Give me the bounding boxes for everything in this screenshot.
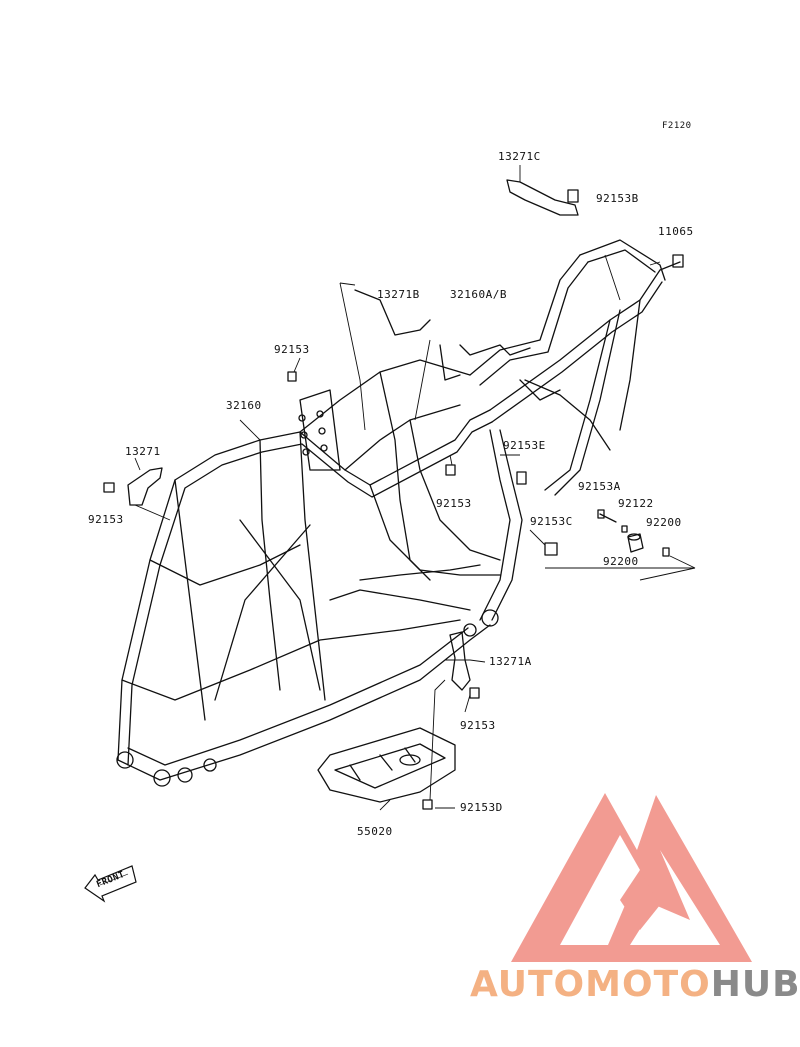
- part-label-92153d[interactable]: 92153D: [460, 801, 503, 814]
- part-label-13271[interactable]: 13271: [125, 445, 161, 458]
- part-label-92153b[interactable]: 92153B: [596, 192, 639, 205]
- part-label-92153c[interactable]: 92153C: [530, 515, 573, 528]
- watermark-text: AUTOMOTOHUB: [470, 964, 800, 1005]
- part-label-92153e[interactable]: 92153E: [503, 439, 546, 452]
- part-label-13271b[interactable]: 13271B: [377, 288, 420, 301]
- watermark-logo-icon: [511, 793, 752, 962]
- part-label-32160ab[interactable]: 32160A/B: [450, 288, 507, 301]
- part-label-92153a[interactable]: 92153A: [578, 480, 621, 493]
- part-label-92153-left[interactable]: 92153: [88, 513, 124, 526]
- part-label-32160[interactable]: 32160: [226, 399, 262, 412]
- part-label-92200-low[interactable]: 92200: [603, 555, 639, 568]
- part-label-92200-right[interactable]: 92200: [646, 516, 682, 529]
- part-label-92122[interactable]: 92122: [618, 497, 654, 510]
- part-label-13271c[interactable]: 13271C: [498, 150, 541, 163]
- part-label-13271a[interactable]: 13271A: [489, 655, 532, 668]
- part-label-92153-top[interactable]: 92153: [274, 343, 310, 356]
- part-label-92153-mid[interactable]: 92153: [436, 497, 472, 510]
- part-label-55020[interactable]: 55020: [357, 825, 393, 838]
- part-label-92153-low[interactable]: 92153: [460, 719, 496, 732]
- diagram-code: F2120: [662, 121, 692, 131]
- watermark-part1: AUTOMOTO: [470, 964, 711, 1005]
- part-label-11065[interactable]: 11065: [658, 225, 694, 238]
- front-arrow-icon: [84, 865, 137, 903]
- watermark-part2: HUB: [710, 964, 800, 1005]
